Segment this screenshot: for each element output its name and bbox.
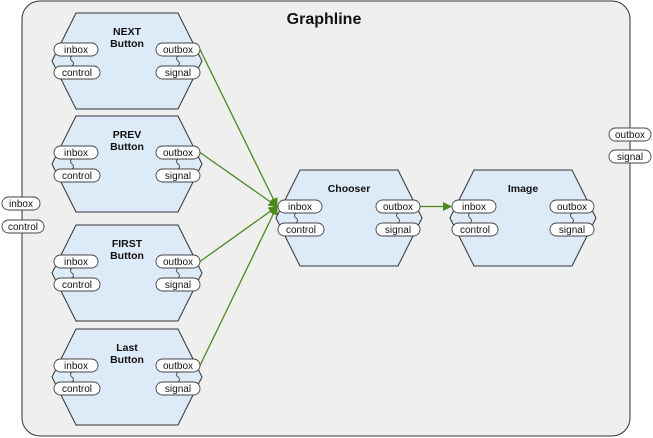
component-label: Button [110,250,144,262]
port-outbox: outbox [375,199,421,214]
graphline-port-outbox: outbox [608,127,652,142]
port-label: outbox [163,257,193,268]
port-signal: signal [155,277,201,292]
port-label: signal [559,225,585,236]
component-image: Image inbox control outbox signal [449,169,597,267]
link-arrow [199,205,278,263]
port-control: control [53,277,101,292]
component-label: Button [110,354,144,366]
link-arrow [199,151,278,208]
port-label: control [62,68,92,79]
port-label: outbox [383,202,413,213]
port-connector [70,55,74,67]
port-signal: signal [375,222,421,237]
port-label: control [62,280,92,291]
graphline-port-label: inbox [9,199,33,210]
component-label: Last [116,342,138,354]
graphline-port-label: control [8,222,38,233]
component-hexagon [51,12,203,110]
graphline-port-label: signal [617,152,643,163]
port-connector [294,212,298,224]
component-hexagon [275,169,423,267]
graphline-ports: inbox control outbox signal [1,127,652,234]
port-label: inbox [64,45,88,56]
port-connector [396,212,400,224]
graphline-title: Graphline [287,11,362,28]
port-connector [468,212,472,224]
port-control: control [277,222,325,237]
port-connector [176,267,180,279]
port-label: signal [385,225,411,236]
port-outbox: outbox [549,199,595,214]
port-connector [70,267,74,279]
port-label: inbox [64,361,88,372]
port-connector [176,158,180,170]
graphline-port-control: control [1,219,45,234]
component-hexagon [51,115,203,213]
port-label: outbox [163,148,193,159]
port-control: control [53,65,101,80]
component-label: Chooser [328,183,371,195]
port-inbox: inbox [53,254,99,269]
port-inbox: inbox [451,199,497,214]
port-label: outbox [163,361,193,372]
components-layer: NEXTButtoninboxcontroloutboxsignalPREVBu… [51,12,597,426]
port-connector [70,158,74,170]
port-label: signal [165,171,191,182]
link-arrow [199,49,278,208]
component-chooser: Chooser inbox control outbox signal [275,169,423,267]
port-label: control [460,225,490,236]
port-connector [176,55,180,67]
port-control: control [451,222,499,237]
port-label: signal [165,280,191,291]
component-hexagon [51,224,203,322]
port-connector [176,371,180,383]
port-outbox: outbox [155,145,201,160]
component-label: Image [508,183,539,195]
port-control: control [53,381,101,396]
port-signal: signal [155,168,201,183]
port-label: inbox [64,148,88,159]
component-label: NEXT [113,26,142,38]
port-inbox: inbox [53,145,99,160]
port-signal: signal [155,65,201,80]
port-outbox: outbox [155,358,201,373]
port-signal: signal [155,381,201,396]
port-label: outbox [557,202,587,213]
component-label: FIRST [112,238,143,250]
graphline-port-inbox: inbox [1,196,41,211]
port-inbox: inbox [53,42,99,57]
port-label: control [286,225,316,236]
port-label: outbox [163,45,193,56]
port-outbox: outbox [155,42,201,57]
port-outbox: outbox [155,254,201,269]
component-hexagon [51,328,203,426]
port-label: control [62,171,92,182]
port-label: inbox [462,202,486,213]
component-label: PREV [113,129,142,141]
port-connector [70,371,74,383]
port-connector [570,212,574,224]
port-label: signal [165,68,191,79]
port-inbox: inbox [277,199,323,214]
port-label: signal [165,384,191,395]
port-label: inbox [64,257,88,268]
component-label: Button [110,38,144,50]
link-arrow [199,205,278,366]
links-layer [199,49,452,366]
port-label: control [62,384,92,395]
component-label: Button [110,141,144,153]
graphline-port-label: outbox [615,130,645,141]
graphline-port-signal: signal [608,149,652,164]
port-signal: signal [549,222,595,237]
component-hexagon [449,169,597,267]
port-label: inbox [288,202,312,213]
port-control: control [53,168,101,183]
port-inbox: inbox [53,358,99,373]
